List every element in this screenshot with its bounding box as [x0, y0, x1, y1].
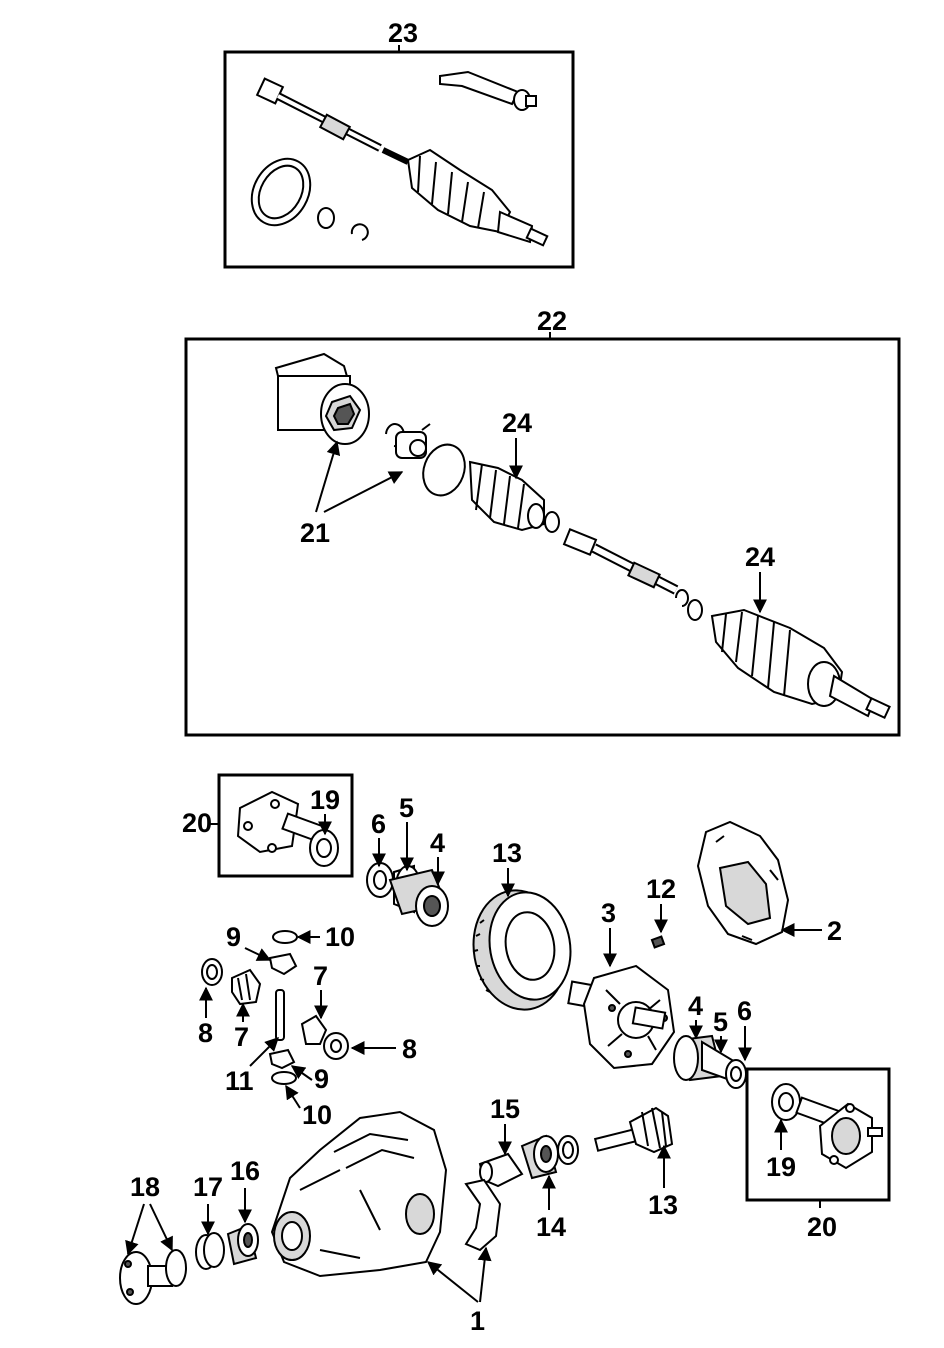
callout-11: 11 [225, 1066, 254, 1096]
tripod-housing-part [274, 352, 370, 445]
drive-shaft-assembly-box: 22 [184, 306, 901, 737]
callout-21: 21 [300, 518, 330, 548]
callout-10-top: 10 [325, 922, 355, 952]
bearing-4-part [388, 868, 449, 927]
callout-4-left: 4 [430, 828, 445, 858]
side-washer-8-right-part [323, 1032, 349, 1060]
callout-19-right: 19 [766, 1152, 796, 1182]
callout-6-left: 6 [371, 809, 386, 839]
carrier-bracket-part [464, 1178, 502, 1252]
axle-flange-box-right: 20 19 [745, 1067, 891, 1242]
pinion-gear-9-bottom-part [268, 1048, 296, 1070]
callout-9-top: 9 [226, 922, 241, 952]
callout-9-bottom: 9 [314, 1064, 329, 1094]
callout-2: 2 [827, 916, 842, 946]
small-clamp-part [317, 207, 369, 241]
ring-gear-part [472, 889, 572, 1011]
callout-6-right: 6 [737, 996, 752, 1026]
pinion-bearing-14-part [520, 1134, 559, 1180]
carrier-housing-part [270, 1110, 448, 1278]
callout-12: 12 [646, 874, 676, 904]
callout-7-right: 7 [313, 961, 328, 991]
callout-4-right: 4 [688, 991, 703, 1021]
callout-24-outer: 24 [745, 542, 775, 572]
inner-boot-part [468, 460, 560, 533]
callout-1: 1 [470, 1306, 485, 1336]
callout-16: 16 [230, 1156, 260, 1186]
callout-8-left: 8 [198, 1018, 213, 1048]
callout-15: 15 [490, 1094, 520, 1124]
differential-cover-part [696, 820, 790, 946]
inner-boot-band-part [422, 443, 466, 497]
callout-5-right: 5 [713, 1007, 728, 1037]
side-gear-7-right-part [300, 1014, 328, 1045]
side-washer-8-left-part [201, 958, 223, 986]
companion-flange-part [119, 1249, 187, 1305]
callout-13-pinion: 13 [648, 1190, 678, 1220]
callout-7-left: 7 [234, 1022, 249, 1052]
axle-shaft-assembly-box: 23 [223, 18, 575, 269]
drive-pinion-part [593, 1106, 674, 1154]
pinion-gear-9-top-part [268, 952, 298, 976]
callout-14: 14 [536, 1212, 566, 1242]
callout-3: 3 [601, 898, 616, 928]
callout-20-left: 20 [182, 808, 212, 838]
pinion-bearing-15-part [478, 1152, 524, 1188]
bearing-16-part [226, 1223, 259, 1266]
flange-part-left [236, 790, 339, 867]
drive-shaft-part [562, 528, 679, 595]
axle-shaft-part [255, 77, 382, 152]
callout-5-left: 5 [399, 793, 414, 823]
callout-20-right: 20 [807, 1212, 837, 1242]
callout-10-bottom: 10 [302, 1100, 332, 1130]
outer-cv-joint-part [381, 147, 549, 247]
side-bearing-right-group: 4 5 6 [673, 991, 752, 1089]
axle-flange-box-left: 20 19 [182, 773, 354, 878]
side-bearing-left-group: 6 5 4 [366, 793, 449, 927]
callout-18: 18 [130, 1172, 160, 1202]
callout-19-left: 19 [310, 785, 340, 815]
pinion-spacer-part [557, 1135, 579, 1165]
ring-gear-bolt-part [650, 935, 666, 949]
oil-seal-17-part [195, 1232, 225, 1270]
callout-13-ring: 13 [492, 838, 522, 868]
thrust-washer-10-top-part [272, 930, 298, 944]
callout-17: 17 [193, 1172, 223, 1202]
callout-23: 23 [388, 18, 418, 48]
thrust-washer-10-bottom-part [271, 1071, 297, 1085]
boot-clamp-ring-part [250, 157, 312, 227]
callout-24-inner: 24 [502, 408, 532, 438]
box-22-frame [184, 337, 901, 737]
box-20-left-frame [217, 773, 354, 878]
differential-case-part [567, 964, 676, 1070]
callout-8-right: 8 [402, 1034, 417, 1064]
pinion-shaft-11-part [275, 989, 285, 1041]
box-20-right-frame [745, 1067, 891, 1202]
outer-boot-clamps-part [675, 589, 703, 621]
grease-tube-part [439, 70, 537, 111]
callout-22: 22 [537, 306, 567, 336]
outer-cv-boot-part [710, 608, 891, 719]
tripod-joint-part [395, 423, 431, 459]
side-gear-7-left-part [231, 968, 262, 1006]
